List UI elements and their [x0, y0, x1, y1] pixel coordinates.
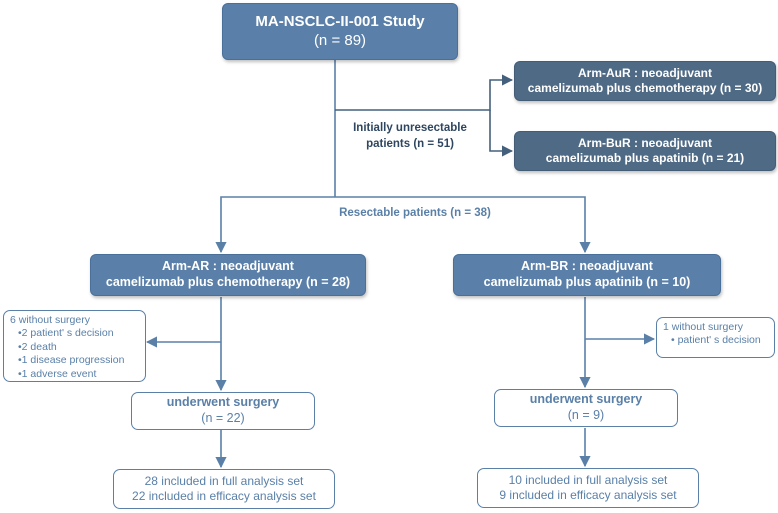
- exclusion-b-item: • patient' s decision: [671, 334, 761, 347]
- surgery-b-box: underwent surgery (n = 9): [494, 389, 678, 427]
- study-title: MA-NSCLC-II-001 Study: [255, 12, 425, 30]
- arm-bur-line1: Arm-BuR : neoadjuvant: [577, 136, 712, 150]
- exclusion-a-item: •1 disease progression: [18, 354, 125, 367]
- analysis-b-box: 10 included in full analysis set 9 inclu…: [477, 468, 699, 508]
- arm-aur-box: Arm-AuR : neoadjuvant camelizumab plus c…: [514, 61, 776, 101]
- surgery-a-line1: underwent surgery: [166, 395, 280, 410]
- surgery-b-line2: (n = 9): [567, 408, 605, 422]
- analysis-a-box: 28 included in full analysis set 22 incl…: [113, 469, 335, 509]
- exclusion-b-title: 1 without surgery: [663, 321, 743, 333]
- resectable-label: Resectable patients (n = 38): [339, 207, 491, 219]
- unresectable-line1: Initially unresectable: [353, 122, 467, 134]
- arm-br-line1: Arm-BR : neoadjuvant: [521, 259, 653, 274]
- surgery-b-line1: underwent surgery: [529, 392, 643, 407]
- exclusion-a-item: •1 adverse event: [18, 367, 97, 380]
- study-n: (n = 89): [313, 31, 367, 49]
- exclusion-box-a: 6 without surgery •2 patient' s decision…: [3, 310, 146, 382]
- unresectable-label: Initially unresectable patients (n = 51): [342, 121, 478, 152]
- exclusion-box-b: 1 without surgery • patient' s decision: [656, 317, 775, 358]
- arm-ar-line2: camelizumab plus chemotherapy (n = 28): [105, 275, 351, 289]
- analysis-b-line2: 9 included in efficacy analysis set: [499, 488, 677, 502]
- analysis-b-line1: 10 included in full analysis set: [508, 473, 668, 487]
- study-box: MA-NSCLC-II-001 Study (n = 89): [222, 3, 458, 60]
- surgery-a-line2: (n = 22): [201, 411, 245, 425]
- branch-ar: [215, 196, 335, 254]
- arm-ar-line1: Arm-AR : neoadjuvant: [162, 259, 294, 274]
- branch-unresectable: [335, 74, 514, 111]
- arm-aur-line2: camelizumab plus chemotherapy (n = 30): [527, 81, 763, 95]
- arm-bur-line2: camelizumab plus apatinib (n = 21): [545, 151, 745, 165]
- branch-br: [335, 196, 591, 254]
- arm-aur-line1: Arm-AuR : neoadjuvant: [577, 66, 712, 80]
- analysis-a-line2: 22 included in efficacy analysis set: [132, 489, 316, 503]
- branch-bur: [489, 110, 514, 157]
- analysis-a-line1: 28 included in full analysis set: [144, 474, 304, 488]
- exclusion-a-item: •2 death: [18, 340, 57, 353]
- arm-br-box: Arm-BR : neoadjuvant camelizumab plus ap…: [453, 254, 721, 296]
- surgery-a-box: underwent surgery (n = 22): [131, 392, 315, 430]
- arm-br-line2: camelizumab plus apatinib (n = 10): [483, 275, 691, 289]
- arm-bur-box: Arm-BuR : neoadjuvant camelizumab plus a…: [514, 131, 776, 171]
- unresectable-line2: patients (n = 51): [366, 137, 454, 150]
- exclusion-a-item: •2 patient' s decision: [18, 327, 114, 340]
- exclusion-a-title: 6 without surgery: [10, 314, 90, 326]
- arm-ar-box: Arm-AR : neoadjuvant camelizumab plus ch…: [90, 254, 366, 296]
